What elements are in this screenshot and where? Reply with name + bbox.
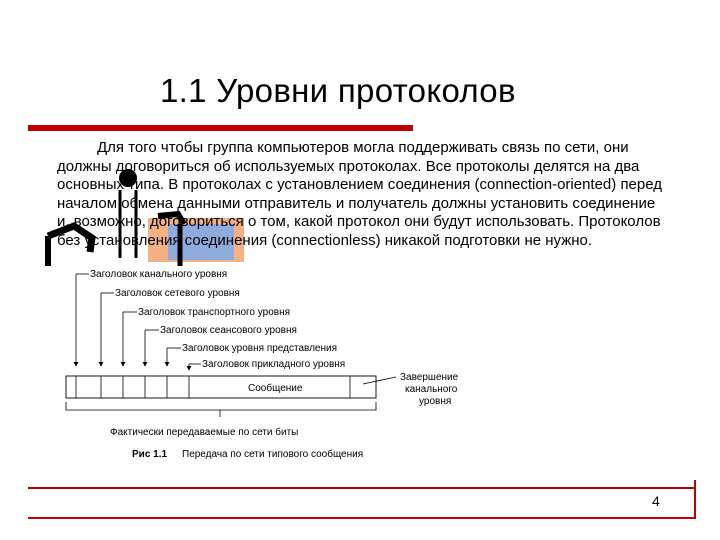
title-underline-bar: [28, 125, 413, 131]
footer-bottom-rule: [28, 517, 696, 519]
header-label-6: Заголовок прикладного уровня: [202, 359, 345, 370]
message-label: Сообщение: [248, 382, 303, 394]
header-label-1: Заголовок канального уровня: [90, 269, 227, 280]
trailer-label-3: уровня: [419, 396, 451, 407]
footer-rule: [28, 487, 694, 489]
bits-label: Фактически передаваемые по сети биты: [110, 426, 298, 438]
message-layers-diagram: Заголовок канального уровня Заголовок се…: [65, 269, 459, 460]
header-label-3: Заголовок транспортного уровня: [138, 307, 290, 318]
header-label-2: Заголовок сетевого уровня: [115, 288, 240, 299]
message-strip: [65, 375, 377, 399]
header-label-5: Заголовок уровня представления: [182, 343, 337, 354]
body-paragraph: Для того чтобы группа компьютеров могла …: [57, 139, 663, 249]
trailer-label-1: Завершение: [400, 372, 459, 383]
page-number: 4: [652, 493, 660, 509]
caption-text: Передача по сети типового сообщения: [182, 448, 363, 460]
slide-title: 1.1 Уровни протоколов: [160, 72, 516, 109]
footer-right-edge: [694, 488, 696, 519]
header-label-4: Заголовок сеансового уровня: [160, 325, 297, 336]
caption-number: Рис 1.1: [132, 449, 167, 460]
person-at-computer-clipart: [45, 169, 244, 266]
trailer-label-2: канального: [405, 384, 458, 395]
